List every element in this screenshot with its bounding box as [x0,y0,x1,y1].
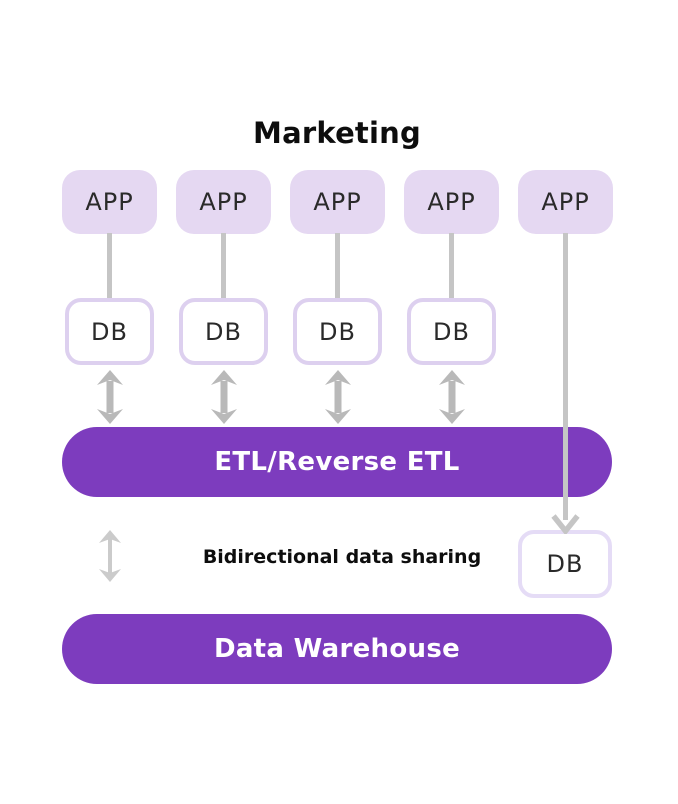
bidirectional-sharing-arrow-icon [98,530,121,582]
app-node-3-label: APP [313,188,362,216]
app-node-5: APP [518,170,613,234]
db-node-2: DB [179,298,268,365]
app-node-1-label: APP [85,188,134,216]
down-arrow-icon [551,514,580,534]
db-node-warehouse: DB [518,530,612,598]
bidirectional-arrow-icon-2 [210,370,237,424]
bidirectional-arrow-icon-4 [438,370,465,424]
connector-line-app-db-3 [335,233,340,298]
app-node-4-label: APP [427,188,476,216]
connector-line-app5-db [563,233,568,520]
app-node-1: APP [62,170,157,234]
diagram-title: Marketing [253,116,421,150]
etl-layer-label: ETL/Reverse ETL [214,447,460,477]
bidirectional-sharing-label: Bidirectional data sharing [202,546,482,568]
data-warehouse-label: Data Warehouse [213,634,461,664]
db-node-4-label: DB [433,317,470,346]
app-node-3: APP [290,170,385,234]
app-node-5-label: APP [541,188,590,216]
etl-layer-bar: ETL/Reverse ETL [62,427,612,497]
bidirectional-arrow-icon-1 [96,370,123,424]
db-node-3-label: DB [319,317,356,346]
db-node-warehouse-label: DB [546,550,584,578]
db-node-2-label: DB [205,317,242,346]
db-node-4: DB [407,298,496,365]
bidirectional-arrow-icon-3 [324,370,351,424]
data-warehouse-bar: Data Warehouse [62,614,612,684]
connector-line-app-db-4 [449,233,454,298]
db-node-1-label: DB [91,317,128,346]
connector-line-app-db-1 [107,233,112,298]
app-node-4: APP [404,170,499,234]
connector-line-app-db-2 [221,233,226,298]
app-node-2: APP [176,170,271,234]
app-node-2-label: APP [199,188,248,216]
db-node-3: DB [293,298,382,365]
db-node-1: DB [65,298,154,365]
